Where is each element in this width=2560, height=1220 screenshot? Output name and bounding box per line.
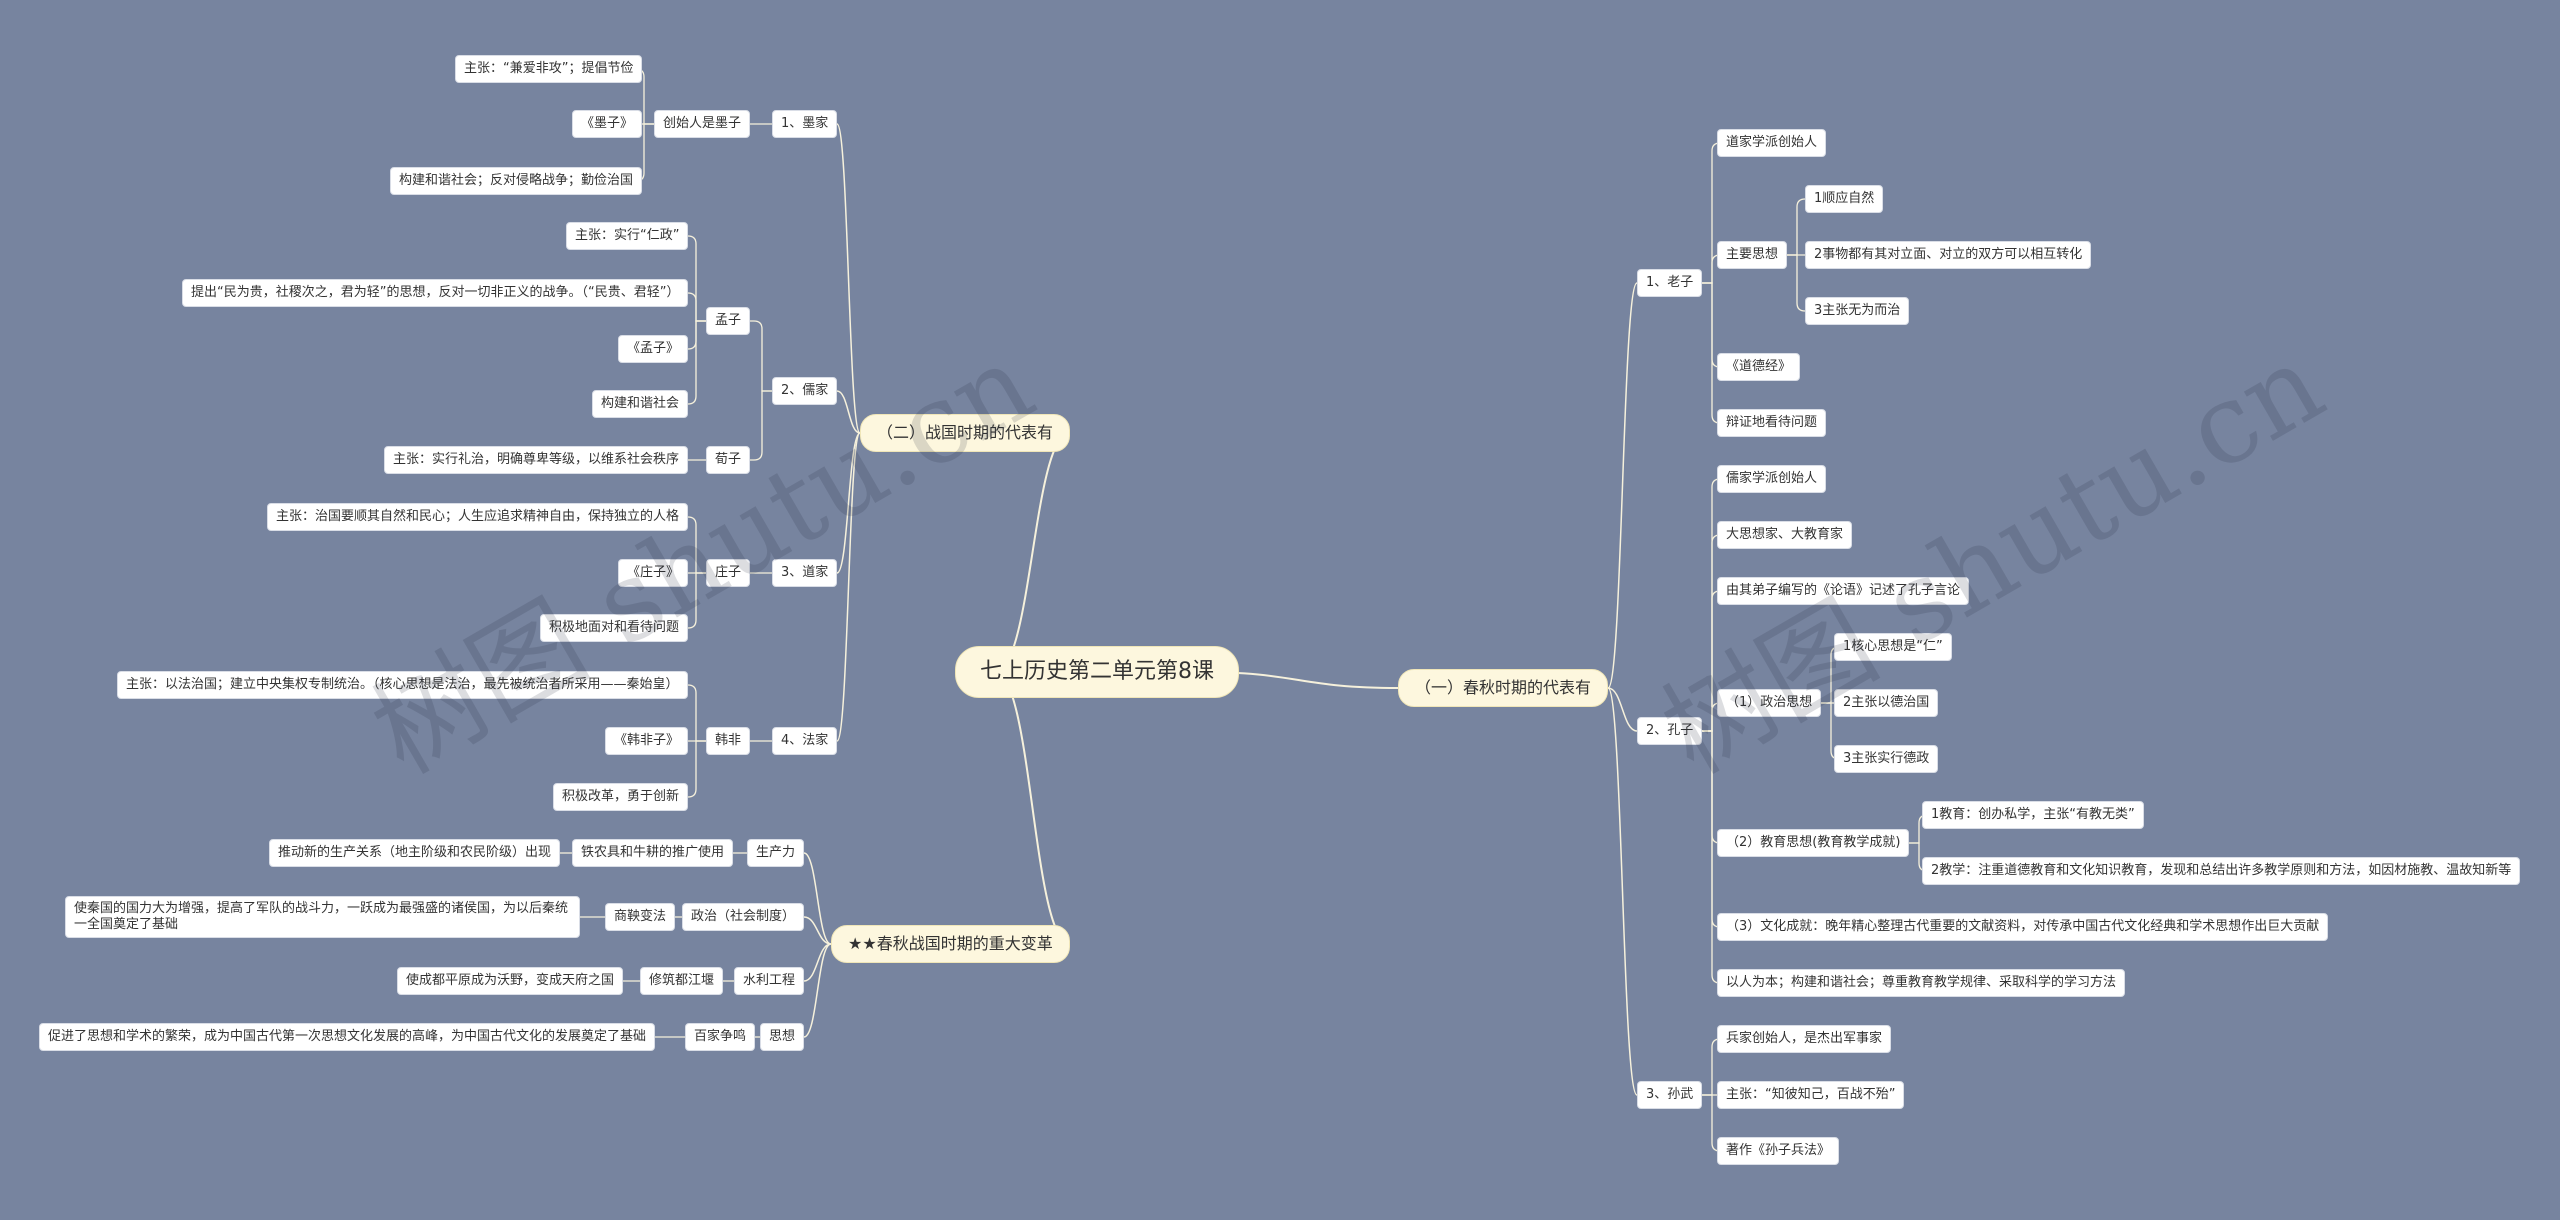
topic-node[interactable]: 主张：“知彼知己，百战不殆” <box>1717 1081 1905 1109</box>
branch-connector <box>1607 282 1638 689</box>
topic-node[interactable]: 思想 <box>760 1023 805 1051</box>
topic-node[interactable]: 构建和谐社会 <box>592 390 689 418</box>
root-connector <box>994 432 1071 673</box>
topic-node[interactable]: 创始人是墨子 <box>654 110 751 138</box>
topic-node[interactable]: 1、老子 <box>1637 269 1703 297</box>
topic-node[interactable]: 3、孙武 <box>1637 1081 1703 1109</box>
branch-connector <box>836 432 861 574</box>
branch-connector <box>803 943 832 982</box>
topic-node[interactable]: 商鞅变法 <box>605 903 676 931</box>
topic-node[interactable]: 4、法家 <box>772 727 838 755</box>
main-branch-topic[interactable]: （一）春秋时期的代表有 <box>1398 669 1609 707</box>
topic-node[interactable]: （2）教育思想(教育教学成就) <box>1717 829 1910 857</box>
leaf-connector <box>687 320 706 405</box>
leaf-connector <box>687 235 706 322</box>
branch-connector <box>803 916 832 945</box>
topic-node[interactable]: 兵家创始人，是杰出军事家 <box>1717 1025 1892 1053</box>
topic-node[interactable]: 主张：实行“仁政” <box>566 222 689 250</box>
leaf-connector <box>687 292 706 322</box>
leaf-connector <box>1702 730 1721 928</box>
topic-node[interactable]: 3、道家 <box>772 559 838 587</box>
topic-node[interactable]: 由其弟子编写的《论语》记述了孔子言论 <box>1717 577 1970 605</box>
topic-node[interactable]: 1教育：创办私学，主张“有教无类” <box>1922 801 2144 829</box>
topic-node[interactable]: 《韩非子》 <box>605 727 689 755</box>
topic-node[interactable]: 铁农具和牛耕的推广使用 <box>572 839 734 867</box>
topic-node[interactable]: 道家学派创始人 <box>1717 129 1827 157</box>
topic-node[interactable]: 主张：实行礼治，明确尊卑等级，以维系社会秩序 <box>384 446 689 474</box>
topic-node[interactable]: 3主张无为而治 <box>1805 297 1910 325</box>
topic-node[interactable]: （3）文化成就：晚年精心整理古代重要的文献资料，对传承中国古代文化经典和学术思想… <box>1717 913 2329 941</box>
leaf-connector <box>687 684 706 742</box>
topic-node[interactable]: 政治（社会制度） <box>682 903 805 931</box>
topic-node[interactable]: 3主张实行德政 <box>1834 745 1939 773</box>
topic-node[interactable]: 以人为本；构建和谐社会；尊重教育教学规律、采取科学的学习方法 <box>1717 969 2126 997</box>
topic-node[interactable]: 2教学：注重道德教育和文化知识教育，发现和总结出许多教学原则和方法，如因材施教、… <box>1922 857 2521 885</box>
branch-connector <box>836 432 861 742</box>
topic-node[interactable]: 辩证地看待问题 <box>1717 409 1827 437</box>
branch-connector <box>1607 687 1638 732</box>
topic-node[interactable]: 荀子 <box>706 446 751 474</box>
branch-connector <box>1607 687 1638 1096</box>
leaf-connector <box>687 516 706 574</box>
leaf-connector <box>750 390 772 461</box>
topic-node[interactable]: 2、儒家 <box>772 377 838 405</box>
topic-node[interactable]: 《墨子》 <box>572 110 643 138</box>
topic-node[interactable]: 水利工程 <box>734 967 805 995</box>
topic-node[interactable]: 《庄子》 <box>618 559 689 587</box>
topic-node[interactable]: 构建和谐社会；反对侵略战争；勤俭治国 <box>390 167 643 195</box>
topic-node[interactable]: 大思想家、大教育家 <box>1717 521 1853 549</box>
leaf-connector <box>1702 282 1721 424</box>
topic-node[interactable]: 积极地面对和看待问题 <box>540 614 689 642</box>
topic-node[interactable]: 提出“民为贵，社稷次之，君为轻”的思想，反对一切非正义的战争。（“民贵、君轻”） <box>182 279 689 307</box>
main-branch-topic[interactable]: （二）战国时期的代表有 <box>860 414 1071 452</box>
topic-node[interactable]: 百家争鸣 <box>685 1023 756 1051</box>
topic-node[interactable]: 《道德经》 <box>1717 353 1801 381</box>
root-topic[interactable]: 七上历史第二单元第8课 <box>955 646 1239 698</box>
leaf-connector <box>750 320 772 392</box>
topic-node[interactable]: 韩非 <box>706 727 751 755</box>
topic-node[interactable]: 修筑都江堰 <box>640 967 724 995</box>
topic-node[interactable]: 2、孔子 <box>1637 717 1703 745</box>
topic-node[interactable]: 主张：治国要顺其自然和民心；人生应追求精神自由，保持独立的人格 <box>267 503 689 531</box>
topic-node[interactable]: 使秦国的国力大为增强，提高了军队的战斗力，一跃成为最强盛的诸侯国，为以后秦统一全… <box>65 896 580 938</box>
topic-node[interactable]: 1、墨家 <box>772 110 838 138</box>
topic-node[interactable]: （1）政治思想 <box>1717 689 1822 717</box>
topic-node[interactable]: 孟子 <box>706 307 751 335</box>
leaf-connector <box>687 320 706 350</box>
branch-connector <box>836 123 861 434</box>
topic-node[interactable]: 1核心思想是“仁” <box>1834 633 1952 661</box>
leaf-connector <box>687 572 706 629</box>
topic-node[interactable]: 生产力 <box>747 839 805 867</box>
leaf-connector <box>1787 254 1806 312</box>
leaf-connector <box>1702 730 1721 844</box>
main-branch-topic[interactable]: ★★春秋战国时期的重大变革 <box>831 925 1070 963</box>
branch-connector <box>803 943 832 1038</box>
topic-node[interactable]: 《孟子》 <box>618 335 689 363</box>
topic-node[interactable]: 主张：“兼爱非攻”；提倡节俭 <box>455 55 643 83</box>
branch-connector <box>803 852 832 945</box>
topic-node[interactable]: 著作《孙子兵法》 <box>1717 1137 1840 1165</box>
topic-node[interactable]: 1顺应自然 <box>1805 185 1884 213</box>
topic-node[interactable]: 使成都平原成为沃野，变成天府之国 <box>397 967 624 995</box>
topic-node[interactable]: 主要思想 <box>1717 241 1788 269</box>
topic-node[interactable]: 庄子 <box>706 559 751 587</box>
topic-node[interactable]: 积极改革，勇于创新 <box>553 783 689 811</box>
topic-node[interactable]: 主张：以法治国；建立中央集权专制统治。（核心思想是法治，最先被统治者所采用——秦… <box>117 671 688 699</box>
root-connector <box>994 671 1071 945</box>
topic-node[interactable]: 推动新的生产关系（地主阶级和农民阶级）出现 <box>269 839 561 867</box>
topic-node[interactable]: 儒家学派创始人 <box>1717 465 1827 493</box>
leaf-connector <box>1702 730 1721 984</box>
leaf-connector <box>687 740 706 798</box>
topic-node[interactable]: 促进了思想和学术的繁荣，成为中国古代第一次思想文化发展的高峰，为中国古代文化的发… <box>39 1023 656 1051</box>
branch-connector <box>836 390 861 434</box>
leaf-connector <box>1787 198 1806 256</box>
topic-node[interactable]: 2事物都有其对立面、对立的双方可以相互转化 <box>1805 241 2092 269</box>
topic-node[interactable]: 2主张以德治国 <box>1834 689 1939 717</box>
